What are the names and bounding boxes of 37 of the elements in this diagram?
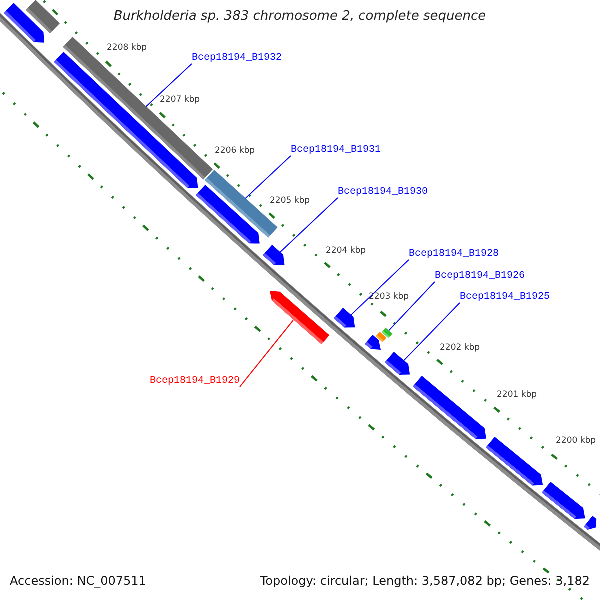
leader-line: [240, 320, 294, 388]
gene-feature: [385, 352, 410, 376]
leader-line: [404, 302, 460, 362]
gene-label: Bcep18194_B1926: [435, 271, 526, 282]
leader-line: [146, 64, 192, 108]
scale-label: 2205 kbp: [270, 196, 310, 207]
gene-feature: [413, 376, 487, 440]
scale-label: 2201 kbp: [497, 390, 538, 401]
gene-label: Bcep18194_B1930: [338, 187, 428, 198]
gene-label: Bcep18194_B1928: [409, 249, 500, 260]
leader-line: [350, 260, 410, 316]
gene-label: Bcep18194_B1931: [291, 145, 382, 156]
leader-line: [388, 282, 436, 332]
leader-line: [245, 156, 292, 200]
gene-feature: [262, 245, 284, 266]
accession-text: Accession: NC_007511: [10, 574, 146, 588]
gene-label: Bcep18194_B1925: [460, 292, 550, 303]
scale-label: 2208 kbp: [107, 43, 148, 54]
gene-feature: [4, 2, 45, 43]
title: Burkholderia sp. 383 chromosome 2, complete sequence: [114, 9, 486, 24]
gene-feature: [542, 482, 586, 520]
leader-line: [280, 198, 338, 254]
scale-label: 2204 kbp: [326, 246, 366, 257]
gene-feature: [270, 291, 330, 345]
gene-feature: [584, 516, 597, 530]
gene-label: Bcep18194_B1929: [150, 376, 240, 387]
gene-feature: [486, 436, 544, 486]
gene-feature: [364, 334, 381, 350]
scale-label: 2202 kbp: [440, 343, 480, 354]
scale-label: 2200 kbp: [556, 436, 596, 447]
gene-marker: [382, 328, 393, 338]
scale-label: 2207 kbp: [160, 95, 200, 106]
gene-label: Bcep18194_B1932: [192, 53, 282, 64]
scale-label: 2203 kbp: [369, 292, 410, 303]
genome-info-text: Topology: circular; Length: 3,587,082 bp; Genes: 3,182: [260, 574, 590, 588]
gene-feature: [334, 308, 355, 328]
scale-label: 2206 kbp: [215, 146, 256, 157]
